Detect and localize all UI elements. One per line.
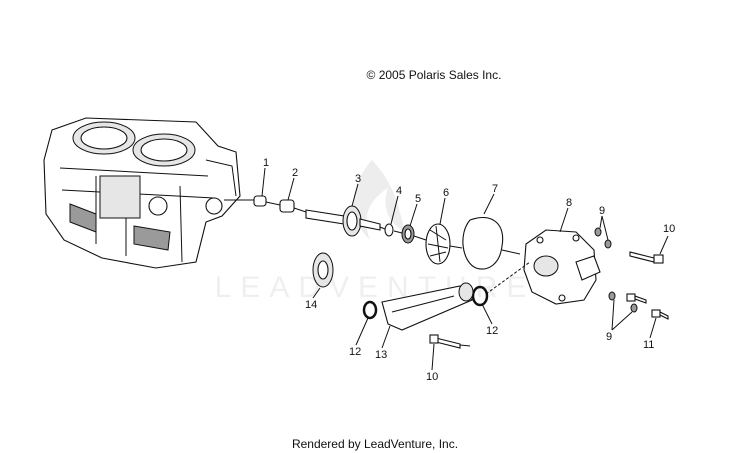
callout-8: 8	[566, 197, 572, 209]
callout-9-lower: 9	[606, 331, 612, 343]
callout-13: 13	[375, 349, 387, 361]
callout-5: 5	[415, 193, 421, 205]
callout-7: 7	[492, 183, 498, 195]
callout-12-left: 12	[349, 346, 361, 358]
part-7-gasket	[462, 216, 504, 270]
callout-labels: 1 2 3 4 5 6 7 8 9 10 14 12 13 12 10 9 11	[263, 157, 675, 383]
engine-block	[43, 117, 241, 269]
part-13-coolant-pipe	[381, 282, 474, 331]
assembly-lines	[224, 199, 531, 347]
part-4-washer	[384, 223, 394, 237]
callout-9-upper: 9	[599, 205, 605, 217]
part-6-impeller	[425, 223, 451, 265]
callout-14: 14	[305, 299, 317, 311]
callout-3: 3	[355, 173, 361, 185]
part-5-seal	[401, 224, 415, 244]
part-12-o-rings	[362, 285, 489, 320]
part-10-bolts	[429, 251, 664, 349]
copyright-text: © 2005 Polaris Sales Inc.	[366, 68, 502, 82]
part-11-bolts	[626, 293, 669, 320]
callout-10-lower: 10	[426, 371, 438, 383]
callout-6: 6	[443, 187, 449, 199]
callout-4: 4	[396, 185, 402, 197]
callout-2: 2	[292, 167, 298, 179]
callout-10-upper: 10	[663, 223, 675, 235]
footer-text: Rendered by LeadVenture, Inc.	[291, 437, 459, 451]
part-8-pump-housing	[523, 229, 601, 305]
callout-1: 1	[263, 157, 269, 169]
part-14-gear	[312, 252, 334, 288]
part-9-washers	[594, 227, 638, 313]
callout-leaders	[261, 167, 669, 371]
part-1-bushing	[253, 195, 267, 207]
part-2-bushing	[279, 199, 295, 213]
callout-12-right: 12	[486, 325, 498, 337]
callout-11: 11	[643, 339, 654, 351]
part-3-pump-shaft	[305, 205, 381, 237]
